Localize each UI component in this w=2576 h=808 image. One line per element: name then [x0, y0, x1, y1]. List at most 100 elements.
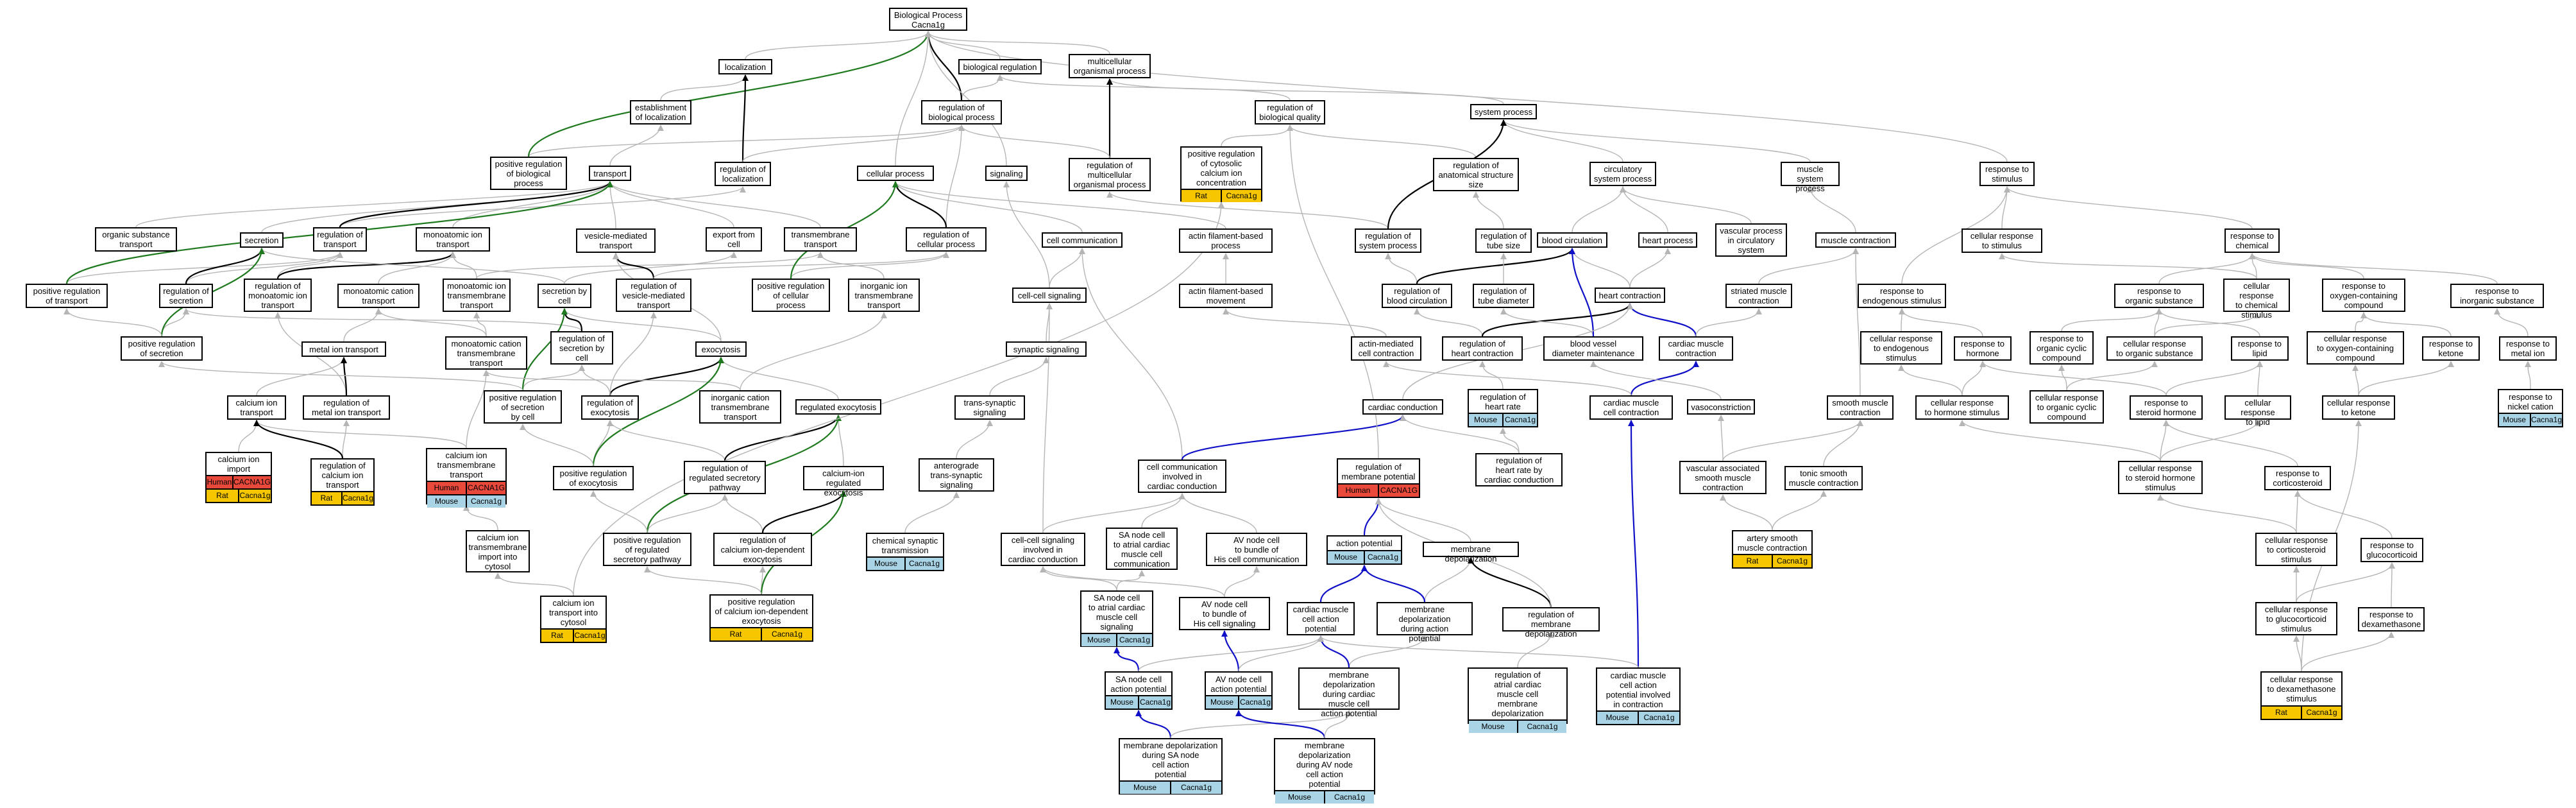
go-term-cell-cell-signaling[interactable]: cell-cell signaling	[1012, 288, 1087, 303]
go-term-reg-vesicle-mediated-transport[interactable]: regulation of vesicle-mediated transport	[616, 279, 691, 312]
go-term-system-process[interactable]: system process	[1470, 104, 1537, 119]
go-term-response-to-hormone[interactable]: response to hormone	[1954, 336, 2012, 361]
go-term-membrane-depolarization[interactable]: membrane depolarization	[1423, 542, 1519, 563]
go-term-cellular-response-to-stimulus[interactable]: cellular response to stimulus	[1962, 228, 2042, 253]
go-term-reg-heart-contraction[interactable]: regulation of heart contraction	[1442, 336, 1523, 361]
go-term-reg-localization[interactable]: regulation of localization	[715, 162, 771, 186]
go-term-response-to-dexamethasone[interactable]: response to dexamethasone	[2358, 607, 2425, 632]
go-term-cardiac-conduction[interactable]: cardiac conduction	[1362, 399, 1443, 415]
go-term-cardiac-muscle-cell-ap-contraction[interactable]: cardiac muscle cell action potential inv…	[1596, 667, 1681, 725]
go-term-pos-reg-cytosolic-calcium[interactable]: positive regulation of cytosolic calcium…	[1180, 146, 1262, 202]
go-term-sa-node-cell-atrial-communication[interactable]: SA node cell to atrial cardiac muscle ce…	[1106, 528, 1178, 570]
go-term-monoatomic-ion-transmembrane-transport[interactable]: monoatomic ion transmembrane transport	[443, 279, 511, 312]
go-term-trans-synaptic-signaling[interactable]: trans-synaptic signaling	[954, 395, 1025, 420]
go-term-cellular-response-to-chemical-stimulus[interactable]: cellular response to chemical stimulus	[2223, 279, 2290, 320]
go-term-monoatomic-cation-transport[interactable]: monoatomic cation transport	[337, 284, 419, 308]
go-term-reg-tube-size[interactable]: regulation of tube size	[1475, 228, 1532, 253]
go-term-reg-biological-process[interactable]: regulation of biological process	[921, 100, 1002, 125]
go-term-reg-multicellular[interactable]: regulation of multicellular organismal p…	[1069, 158, 1151, 191]
go-term-response-to-organic-substance[interactable]: response to organic substance	[2114, 284, 2204, 308]
go-term-response-to-metal-ion[interactable]: response to metal ion	[2499, 336, 2557, 361]
go-term-cellular-response-to-glucocorticoid-stimulus[interactable]: cellular response to glucocorticoid stim…	[2255, 602, 2337, 635]
go-term-cell-communication[interactable]: cell communication	[1042, 232, 1123, 248]
go-term-transmembrane-transport[interactable]: transmembrane transport	[784, 227, 857, 252]
go-term-cellular-response-to-corticosteroid-stimulus[interactable]: cellular response to corticosteroid stim…	[2255, 533, 2337, 566]
go-term-reg-heart-rate-cardiac-conduction[interactable]: regulation of heart rate by cardiac cond…	[1475, 453, 1563, 486]
go-term-reg-system-process[interactable]: regulation of system process	[1355, 228, 1421, 253]
go-term-cellular-response-to-lipid[interactable]: cellular response to lipid	[2224, 395, 2291, 427]
go-term-cellular-response-to-organic-substance[interactable]: cellular response to organic substance	[2106, 336, 2203, 361]
go-term-exocytosis[interactable]: exocytosis	[695, 341, 747, 357]
go-term-reg-secretion[interactable]: regulation of secretion	[159, 284, 213, 308]
go-term-regulated-exocytosis[interactable]: regulated exocytosis	[795, 399, 881, 415]
go-term-reg-monoatomic-ion-transport[interactable]: regulation of monoatomic ion transport	[244, 279, 312, 312]
go-term-calcium-ion-transmembrane-import-cytosol[interactable]: calcium ion transmembrane import into cy…	[466, 530, 530, 572]
go-term-transport[interactable]: transport	[589, 166, 631, 181]
go-term-response-to-ketone[interactable]: response to ketone	[2422, 336, 2480, 361]
go-term-cellular-response-to-oxygen-containing-compound[interactable]: cellular response to oxygen-containing c…	[2307, 331, 2404, 365]
go-term-cardiac-muscle-cell-action-potential[interactable]: cardiac muscle cell action potential	[1287, 602, 1355, 635]
go-term-establishment-localization[interactable]: establishment of localization	[630, 100, 691, 125]
go-term-av-node-cell-bundle-his-signaling[interactable]: AV node cell to bundle of His cell signa…	[1179, 597, 1270, 630]
go-term-vascular-associated-smooth-muscle-contraction[interactable]: vascular associated smooth muscle contra…	[1679, 461, 1767, 494]
go-term-cellular-response-to-endogenous-stimulus[interactable]: cellular response to endogenous stimulus	[1860, 331, 1942, 365]
go-term-signaling[interactable]: signaling	[985, 166, 1028, 181]
go-term-pos-reg-secretion[interactable]: positive regulation of secretion	[121, 336, 203, 361]
go-term-reg-transport[interactable]: regulation of transport	[313, 227, 367, 252]
go-term-cellular-response-to-ketone[interactable]: cellular response to ketone	[2322, 395, 2395, 420]
go-term-cardiac-muscle-cell-contraction[interactable]: cardiac muscle cell contraction	[1589, 395, 1673, 420]
go-term-response-to-chemical[interactable]: response to chemical	[2224, 228, 2280, 253]
go-term-pos-reg-cellular-process[interactable]: positive regulation of cellular process	[752, 279, 830, 312]
go-term-reg-regulated-secretory-pathway[interactable]: regulation of regulated secretory pathwa…	[684, 461, 766, 494]
go-term-anterograde-trans-synaptic-signaling[interactable]: anterograde trans-synaptic signaling	[919, 458, 994, 492]
go-term-cardiac-muscle-contraction[interactable]: cardiac muscle contraction	[1659, 336, 1733, 361]
go-term-cellular-response-to-dexamethasone-stimulus[interactable]: cellular response to dexamethasone stimu…	[2260, 671, 2343, 720]
go-term-cellular-process[interactable]: cellular process	[857, 166, 934, 181]
go-term-reg-biological-quality[interactable]: regulation of biological quality	[1255, 100, 1325, 125]
go-term-metal-ion-transport[interactable]: metal ion transport	[301, 341, 386, 357]
go-term-pos-reg-calcium-ion-dependent-exocytosis[interactable]: positive regulation of calcium ion-depen…	[709, 594, 813, 642]
go-term-actin-filament-movement[interactable]: actin filament-based movement	[1179, 284, 1273, 308]
go-term-heart-contraction[interactable]: heart contraction	[1595, 288, 1665, 303]
go-term-membrane-depolarization-cardiac-muscle-cell-ap[interactable]: membrane depolarization during cardiac m…	[1298, 667, 1400, 718]
go-term-response-to-organic-cyclic-compound[interactable]: response to organic cyclic compound	[2029, 331, 2094, 365]
go-term-secretion-by-cell[interactable]: secretion by cell	[538, 284, 591, 308]
go-term-heart-process[interactable]: heart process	[1638, 232, 1697, 248]
go-term-pos-reg-transport[interactable]: positive regulation of transport	[26, 284, 108, 308]
go-term-bp[interactable]: Biological Process Cacna1g	[889, 8, 967, 31]
go-term-organic-substance-transport[interactable]: organic substance transport	[95, 227, 177, 252]
go-term-biological-regulation[interactable]: biological regulation	[958, 59, 1042, 74]
go-term-cellular-response-to-steroid-hormone-stimulus[interactable]: cellular response to steroid hormone sti…	[2118, 461, 2203, 494]
go-term-response-to-corticosteroid[interactable]: response to corticosteroid	[2264, 466, 2331, 490]
go-term-reg-secretion-by-cell[interactable]: regulation of secretion by cell	[550, 331, 613, 365]
go-term-vascular-process[interactable]: vascular process in circulatory system	[1715, 223, 1787, 257]
go-term-cell-communication-cardiac-conduction[interactable]: cell communication involved in cardiac c…	[1138, 460, 1226, 493]
go-term-striated-muscle-contraction[interactable]: striated muscle contraction	[1725, 284, 1792, 308]
go-term-reg-membrane-depolarization[interactable]: regulation of membrane depolarization	[1502, 607, 1600, 639]
go-term-reg-exocytosis[interactable]: regulation of exocytosis	[581, 395, 639, 420]
go-term-reg-tube-diameter[interactable]: regulation of tube diameter	[1473, 284, 1534, 308]
go-term-cell-cell-signaling-cardiac-conduction[interactable]: cell-cell signaling involved in cardiac …	[1001, 533, 1085, 566]
go-term-response-to-glucocorticoid[interactable]: response to glucocorticoid	[2360, 538, 2423, 562]
go-term-reg-atrial-cardiac-muscle-membrane-depolarization[interactable]: regulation of atrial cardiac muscle cell…	[1468, 667, 1568, 733]
go-term-secretion[interactable]: secretion	[240, 232, 284, 248]
go-term-cellular-response-to-hormone-stimulus[interactable]: cellular response to hormone stimulus	[1915, 395, 2009, 420]
go-term-membrane-depolarization-av-node-ap[interactable]: membrane depolarization during AV node c…	[1274, 738, 1375, 804]
go-term-av-node-cell-bundle-his-communication[interactable]: AV node cell to bundle of His cell commu…	[1206, 533, 1307, 566]
go-term-actin-mediated-cell-contraction[interactable]: actin-mediated cell contraction	[1351, 336, 1421, 361]
go-term-cellular-response-to-organic-cyclic-compound[interactable]: cellular response to organic cyclic comp…	[2029, 390, 2104, 424]
go-term-response-to-lipid[interactable]: response to lipid	[2231, 336, 2289, 361]
go-term-response-to-steroid-hormone[interactable]: response to steroid hormone	[2130, 395, 2203, 420]
go-term-calcium-ion-regulated-exocytosis[interactable]: calcium-ion regulated exocytosis	[803, 466, 884, 497]
go-term-monoatomic-ion-transport[interactable]: monoatomic ion transport	[416, 227, 490, 252]
go-term-blood-vessel-diameter-maintenance[interactable]: blood vessel diameter maintenance	[1543, 336, 1643, 361]
go-term-pos-reg-regulated-secretory-pathway[interactable]: positive regulation of regulated secreto…	[603, 533, 691, 566]
